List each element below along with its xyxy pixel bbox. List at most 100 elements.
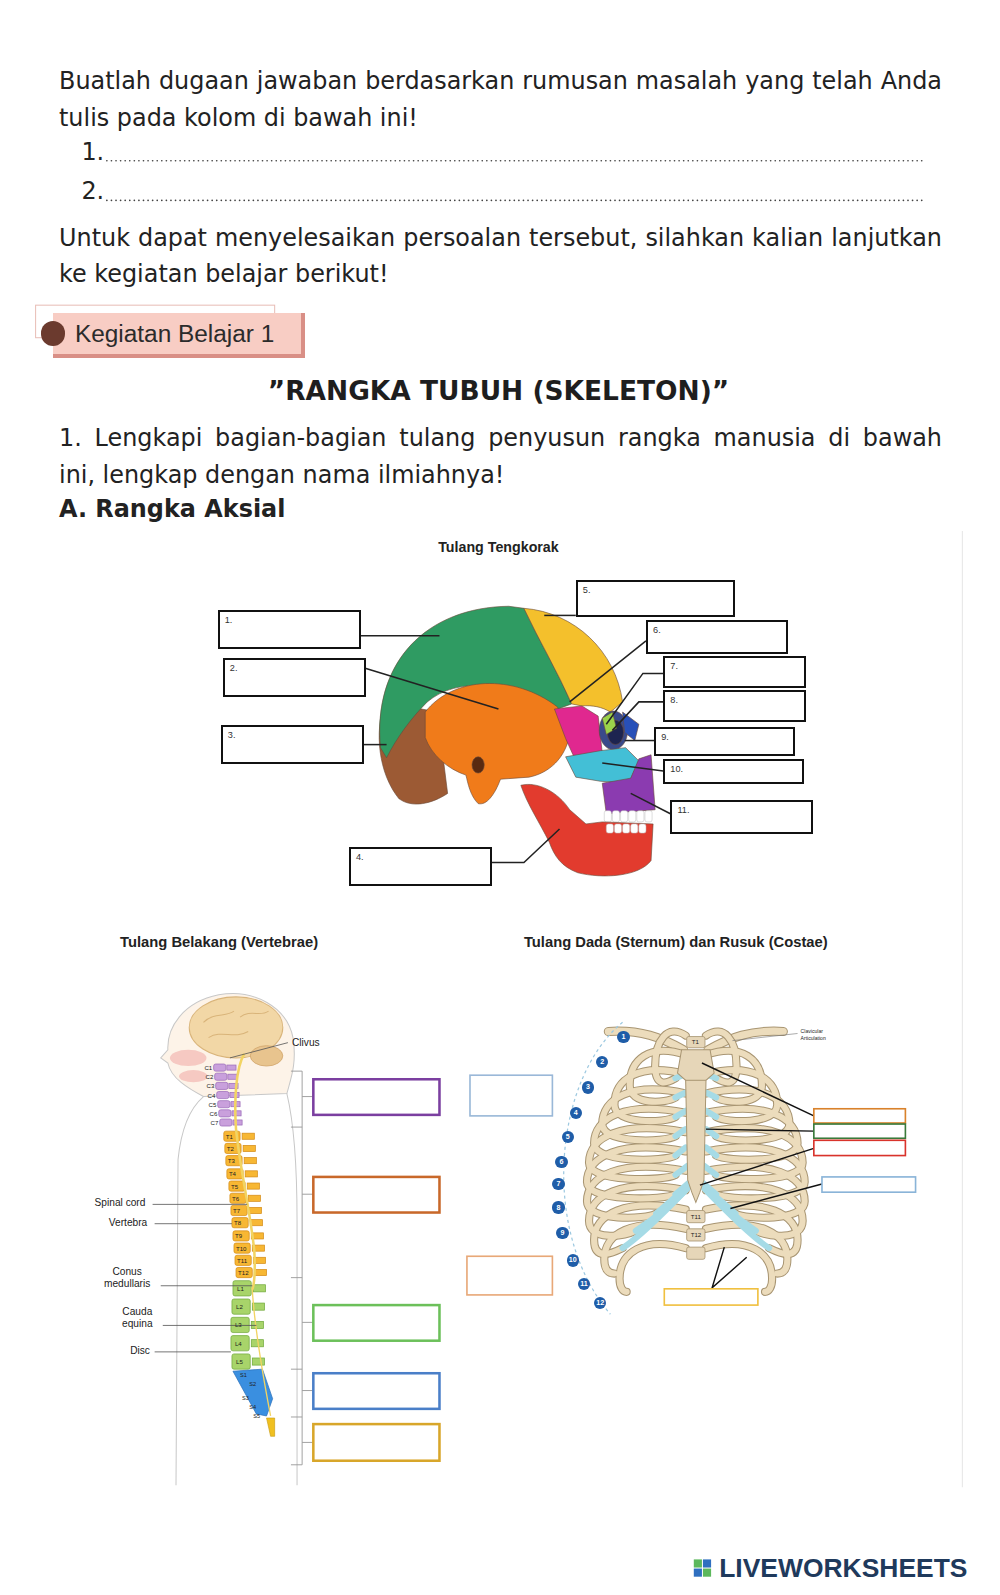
vertebra-label: T1 [692, 1038, 699, 1045]
vertebra-label: T10 [236, 1245, 247, 1252]
vertebra-label: S2 [249, 1381, 256, 1387]
instruction-text: 1. Lengkapi bagian-bagian tulang penyusu… [59, 420, 942, 493]
part-label: Clavicular Articulation [801, 1028, 838, 1040]
section-heading: A. Rangka Aksial [59, 496, 285, 523]
instruction-text: Untuk dapat menyelesaikan persoalan ters… [59, 220, 942, 293]
vertebra-label: S1 [240, 1372, 247, 1378]
node-text: 3. [228, 730, 357, 740]
vertebra-label: T4 [229, 1170, 236, 1177]
node-text: 8. [670, 695, 799, 705]
list-number: 1. [81, 139, 104, 166]
bracket [564, 1022, 623, 1314]
vertebra-label: T11 [237, 1257, 247, 1264]
rib-number: 12 [594, 1297, 606, 1309]
vertebra-label: C6 [210, 1110, 218, 1117]
node-text: 9. [661, 732, 788, 742]
rib-number: 4 [570, 1107, 582, 1119]
answer-box: 5. [576, 580, 735, 618]
part-label: Vertebra [109, 1217, 147, 1229]
node-text: 5 [566, 1133, 570, 1141]
vertebra-label: T11 [691, 1213, 701, 1220]
vertebra-label: S4 [249, 1404, 256, 1410]
list-number: 2. [81, 178, 104, 205]
node-text: 11. [677, 805, 806, 815]
vertebra-label: C4 [208, 1092, 216, 1099]
vertebra-label: T12 [238, 1269, 249, 1276]
vertebra-label: T3 [228, 1157, 235, 1164]
vertebra-label: T5 [231, 1183, 238, 1190]
part-label: Disc [130, 1345, 150, 1357]
vertebra-label: T1 [226, 1133, 233, 1140]
rib-number: 3 [582, 1081, 594, 1093]
activity-tag: Kegiatan Belajar 1 [53, 313, 305, 358]
answer-box: 8. [663, 690, 806, 723]
answer-box: 4. [349, 847, 492, 886]
vertebra-label: T9 [235, 1232, 242, 1239]
rib-number: 7 [552, 1178, 564, 1190]
figure-heading: Tulang Belakang (Vertebrae) [120, 934, 318, 951]
vertebra-label: S1 [240, 1372, 247, 1378]
node-text: 9 [561, 1229, 565, 1237]
rib-number: 2 [596, 1056, 608, 1068]
vertebra-label: T2 [227, 1145, 234, 1152]
vertebra-label: T6 [232, 1195, 239, 1202]
rib-number: 5 [562, 1131, 574, 1143]
vertebra-label: T1 [226, 1133, 233, 1140]
dotted-answer-line [107, 161, 926, 201]
vertebra-label: S4 [249, 1404, 256, 1410]
vertebra-label: T10 [236, 1245, 247, 1252]
vertebra-label: C5 [209, 1101, 217, 1108]
logo-icon [694, 1559, 711, 1576]
empty-answer-box [313, 1079, 439, 1460]
answer-box: 11. [670, 800, 813, 835]
bracket [291, 1071, 313, 1465]
node-text: 4 [574, 1109, 578, 1117]
part-label: Clavicular Articulation [801, 1028, 838, 1040]
vertebra-label: T4 [229, 1170, 236, 1177]
node-text: 11 [580, 1280, 588, 1288]
rib-number: 10 [567, 1254, 579, 1266]
vertebra-label: C1 [204, 1064, 212, 1071]
vertebra-label: T8 [234, 1219, 241, 1226]
node-text: 2 [600, 1058, 604, 1066]
instruction-text: Buatlah dugaan jawaban berdasarkan rumus… [59, 63, 942, 136]
node-text: 1. [225, 615, 354, 625]
vertebra-label: C4 [208, 1092, 216, 1099]
vertebra-label: T7 [233, 1207, 240, 1214]
vertebra-label: L2 [236, 1303, 243, 1310]
watermark: LIVEWORKSHEETS [719, 1553, 967, 1583]
answer-box: 6. [646, 620, 788, 655]
list-number: 2. [81, 178, 104, 205]
empty-answer-box [467, 1075, 916, 1305]
node-text: 7 [557, 1180, 561, 1188]
panel-edge [962, 531, 963, 1487]
part-label: Cauda equina [115, 1306, 160, 1330]
vertebra-label: T2 [227, 1145, 234, 1152]
vertebra-label: T11 [691, 1213, 701, 1220]
node-text: 1 [622, 1033, 626, 1041]
node-text: 4. [356, 852, 485, 862]
list-number: 1. [81, 139, 104, 166]
vertebra-label: L3 [235, 1321, 242, 1328]
vertebra-label: T3 [228, 1157, 235, 1164]
vertebra-label: T6 [232, 1195, 239, 1202]
page-title: ”RANGKA TUBUH (SKELETON)” [193, 376, 803, 406]
figure-heading: Tulang Tengkorak [397, 539, 600, 555]
answer-box: 9. [654, 727, 795, 755]
node-text: 6. [653, 625, 781, 635]
vertebra-label: L1 [237, 1285, 244, 1292]
vertebra-label: S5 [253, 1413, 260, 1419]
node-text: 5. [583, 585, 728, 595]
vertebra-label: L4 [235, 1340, 242, 1347]
vertebra-label: T7 [233, 1207, 240, 1214]
figure-heading: Tulang Belakang (Vertebrae) [120, 934, 318, 951]
vertebra-label: S3 [242, 1395, 249, 1401]
part-label: Conus medullaris [98, 1266, 157, 1290]
bullet-dot [41, 321, 65, 345]
part-label: Vertebra [109, 1217, 147, 1229]
figure-heading: Tulang Dada (Sternum) dan Rusuk (Costae) [524, 934, 828, 951]
rib-number: 6 [555, 1156, 567, 1168]
part-label: Spinal cord [95, 1197, 146, 1209]
instruction-text: Untuk dapat menyelesaikan persoalan ters… [59, 220, 942, 293]
spine-illustration [161, 994, 297, 1485]
